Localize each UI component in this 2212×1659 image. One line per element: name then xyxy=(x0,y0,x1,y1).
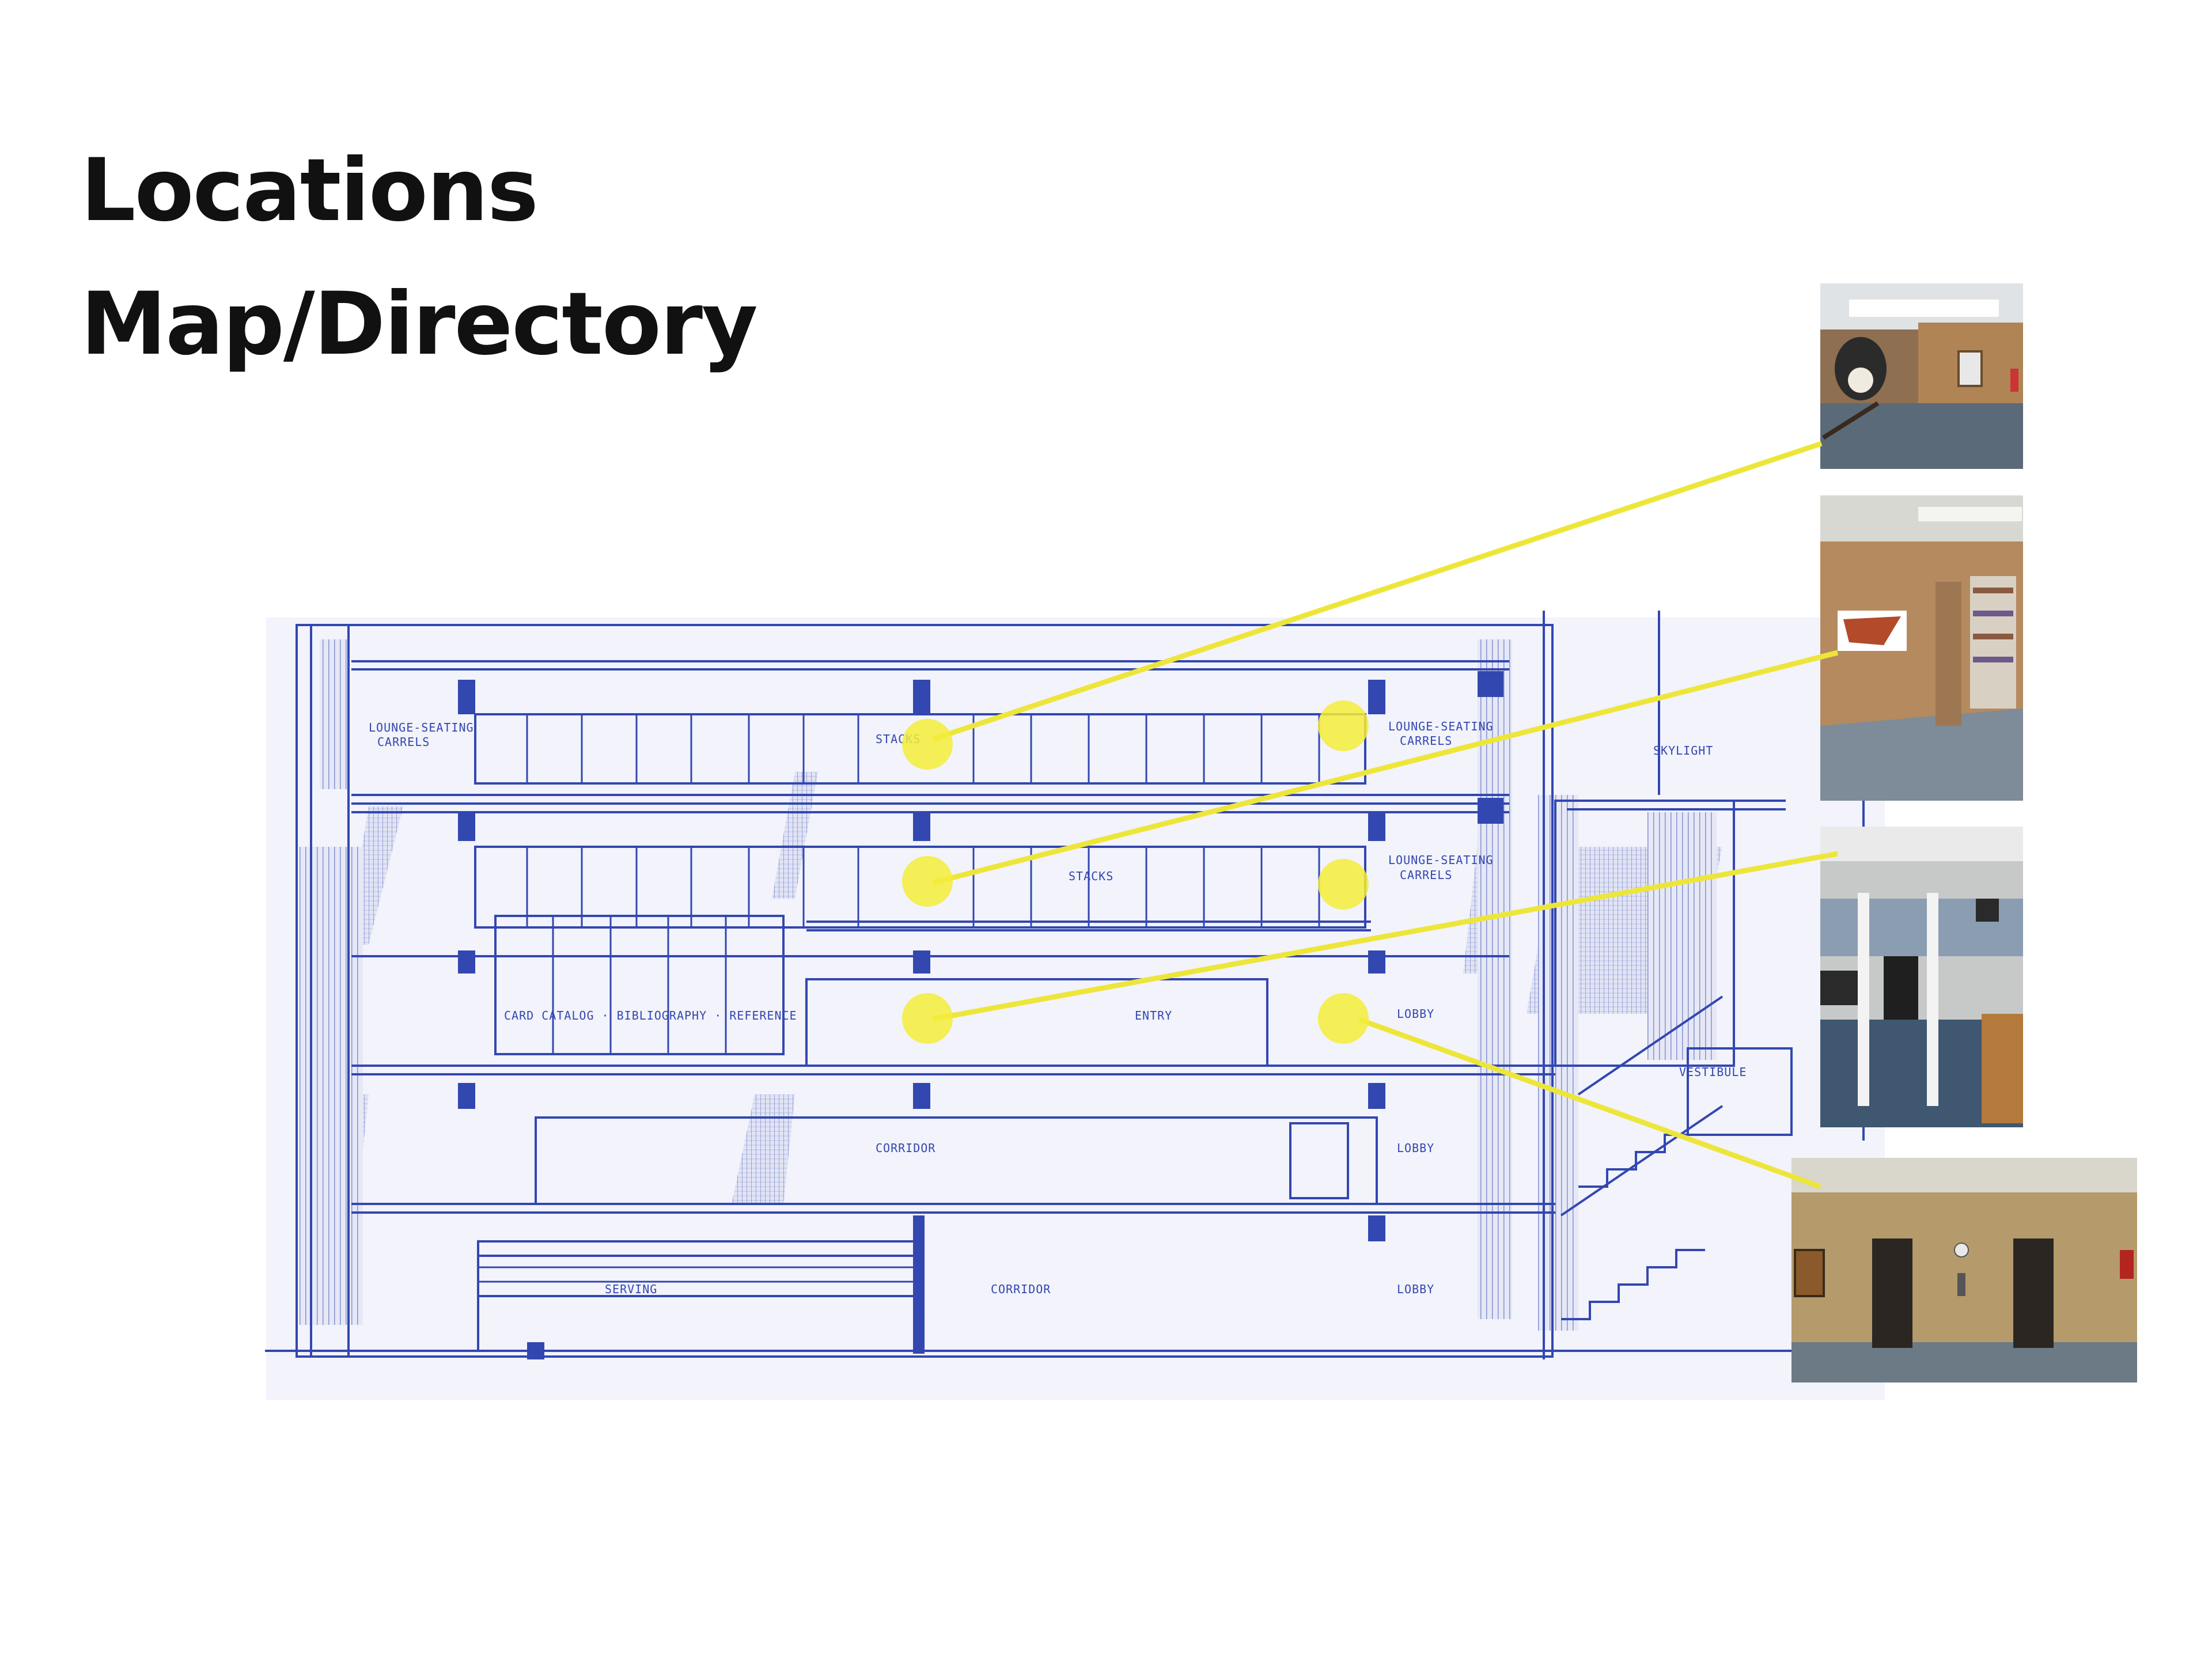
photo-stair-landing[interactable] xyxy=(1820,283,2023,469)
connector-lobby-to-elevators xyxy=(1358,1017,1821,1190)
marker-lounge-mid-right[interactable] xyxy=(1318,859,1369,910)
label-lobby-basement: LOBBY xyxy=(1397,1282,1434,1296)
label-lounge-mid-right: LOUNGE-SEATING xyxy=(1388,853,1494,867)
blueprint-section: LOUNGE-SEATING CARRELS STACKS LOUNGE-SEA… xyxy=(265,611,1885,1400)
marker-lobby[interactable] xyxy=(1318,993,1369,1044)
label-corridor-basement: CORRIDOR xyxy=(991,1282,1051,1296)
label-entry: ENTRY xyxy=(1135,1009,1172,1022)
photo-entry-gates[interactable] xyxy=(1820,827,2023,1127)
title-line-2: Map/Directory xyxy=(81,274,758,374)
marker-stacks-top-left[interactable] xyxy=(902,719,953,770)
connector-catalog-to-gates xyxy=(933,851,1838,1022)
label-serving: SERVING xyxy=(605,1282,657,1296)
page-title: Locations Map/Directory xyxy=(81,124,758,391)
label-stacks-mid: STACKS xyxy=(1069,869,1113,883)
connector-stacks-to-stair xyxy=(932,441,1823,742)
label-carrels-mid-right: CARRELS xyxy=(1400,868,1452,882)
label-vestibule: VESTIBULE xyxy=(1679,1065,1747,1079)
connector-stacks-mid-to-corridor xyxy=(932,650,1839,885)
label-carrels-top-right: CARRELS xyxy=(1400,734,1452,748)
label-lobby-main: LOBBY xyxy=(1397,1007,1434,1021)
label-lounge-left: LOUNGE-SEATING xyxy=(369,721,474,734)
photo-stacks-corridor[interactable] xyxy=(1820,495,2023,801)
label-lobby-lower: LOBBY xyxy=(1397,1141,1434,1155)
label-lounge-top-right: LOUNGE-SEATING xyxy=(1388,719,1494,733)
marker-lounge-top-right[interactable] xyxy=(1318,700,1369,751)
marker-catalog[interactable] xyxy=(902,993,953,1044)
label-card-catalog: CARD CATALOG · BIBLIOGRAPHY · REFERENCE xyxy=(504,1009,797,1022)
marker-stacks-mid-left[interactable] xyxy=(902,856,953,907)
label-corridor-lower: CORRIDOR xyxy=(876,1141,935,1155)
label-skylight: SKYLIGHT xyxy=(1653,744,1713,757)
location-markers xyxy=(902,700,1369,1044)
label-carrels-left: CARRELS xyxy=(377,735,430,749)
blueprint-columns xyxy=(458,671,1503,1359)
title-line-1: Locations xyxy=(81,141,539,241)
blueprint-labels: LOUNGE-SEATING CARRELS STACKS LOUNGE-SEA… xyxy=(369,719,1747,1296)
photo-elevator-lobby[interactable] xyxy=(1791,1158,2137,1382)
connectors xyxy=(932,441,1839,1190)
